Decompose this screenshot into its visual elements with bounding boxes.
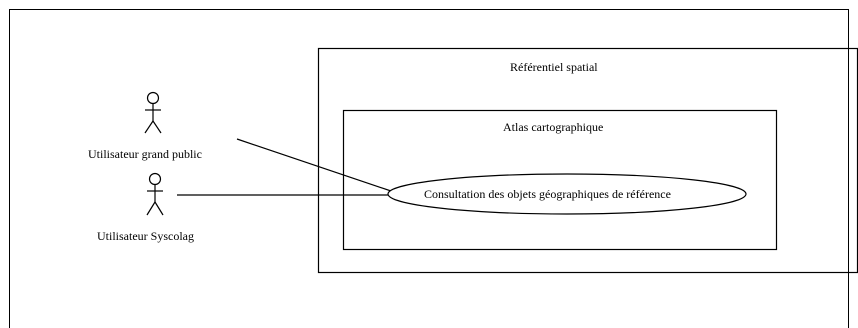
subsystem-label: Atlas cartographique <box>503 120 604 134</box>
actor-grand-public-figure[interactable] <box>144 91 162 134</box>
use-case-ellipse[interactable] <box>387 173 747 215</box>
system-boundary-label: Référentiel spatial <box>510 60 598 74</box>
actor-syscolag-figure[interactable] <box>146 172 164 216</box>
actor-syscolag-label: Utilisateur Syscolag <box>97 229 194 243</box>
association-line-grand-public <box>236 138 395 193</box>
subsystem-box <box>342 109 778 251</box>
use-case-label[interactable]: Consultation des objets géographiques de… <box>424 187 671 201</box>
actor-grand-public-label: Utilisateur grand public <box>88 147 202 161</box>
diagram-frame <box>9 9 849 328</box>
